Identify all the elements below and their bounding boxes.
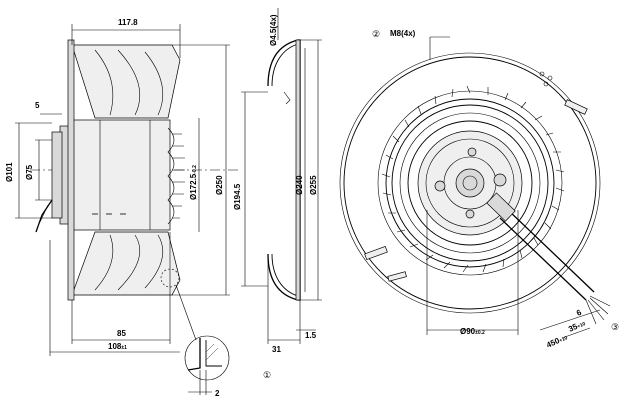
callout-1: ① — [263, 370, 271, 380]
dim-194: Ø194.5 — [233, 183, 242, 210]
dim-75: Ø75 — [25, 164, 34, 180]
dim-255: Ø255 — [309, 175, 318, 195]
detail-view: 2 — [184, 335, 230, 398]
dim-pcd: Ø90±0.2 — [460, 327, 485, 336]
dim-detail-gap: 2 — [215, 389, 220, 398]
side-view: 117.8 5 Ø101 Ø75 Ø172.5-0.2 Ø250 85 108±… — [5, 18, 240, 356]
front-view: ② M8(4x) Ø90±0.2 6 35+10 450+10 ③ — [339, 29, 619, 350]
blade-tips — [381, 85, 565, 273]
impeller-blades — [67, 39, 181, 301]
inlet-ring-view: Ø4.5(4x) Ø194.5 Ø240 Ø255 31 1.5 ① — [233, 8, 322, 380]
dim-250: Ø250 — [215, 175, 224, 195]
rotor-housing — [69, 119, 171, 231]
dim-101: Ø101 — [5, 162, 14, 182]
dim-cable-6: 6 — [575, 308, 583, 318]
dim-172: Ø172.5-0.2 — [189, 165, 198, 200]
callout-2: ② — [372, 29, 380, 39]
cooling-fins — [167, 127, 185, 225]
dim-108: 108±1 — [108, 342, 127, 351]
dim-shaft-step: 5 — [35, 101, 40, 110]
dim-overall-length: 117.8 — [118, 18, 138, 27]
dim-cable-450: 450+10 — [545, 332, 569, 349]
dim-31: 31 — [272, 345, 281, 354]
dim-thickness: 1.5 — [305, 331, 317, 340]
dim-thread: M8(4x) — [390, 29, 416, 38]
cable — [507, 209, 595, 293]
cable-exit — [35, 199, 53, 233]
dim-hole: Ø4.5(4x) — [269, 14, 278, 46]
impeller-disc — [339, 52, 601, 314]
dim-85: 85 — [117, 329, 126, 338]
callout-3: ③ — [611, 322, 619, 332]
dim-cable-35: 35+10 — [567, 318, 587, 334]
dim-240: Ø240 — [295, 175, 304, 195]
